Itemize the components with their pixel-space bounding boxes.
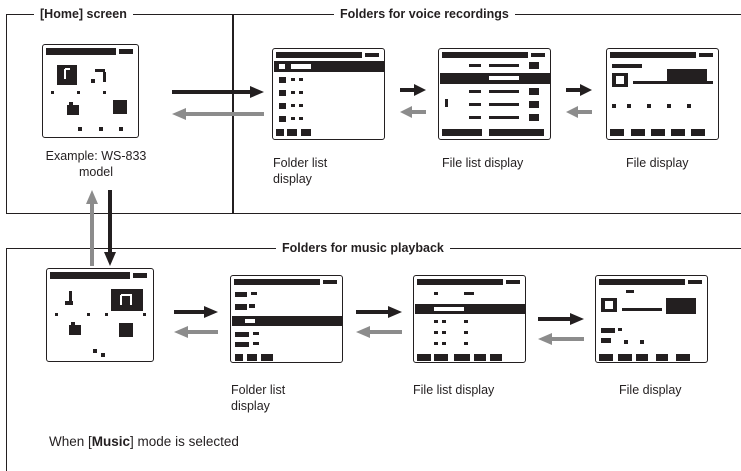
music-mode-note-suffix: ] mode is selected: [130, 434, 239, 449]
voice-folder-list-display: [272, 48, 385, 140]
home-screen-display: [42, 44, 139, 138]
music-file-list-caption: File list display: [413, 383, 495, 397]
voice-file-display-caption: File display: [626, 156, 689, 170]
arrow-voice-file-list-to-file: [566, 84, 592, 96]
arrow-music-home-to-home: [86, 190, 98, 266]
music-mode-note: When [Music] mode is selected: [49, 434, 239, 450]
music-folder-list-display: [230, 275, 343, 363]
music-file-list-display: [413, 275, 526, 363]
music-mode-note-prefix: When [: [49, 434, 92, 449]
home-screen-title: [Home] screen: [34, 7, 133, 21]
arrow-voice-file-list-to-folder: [400, 106, 426, 118]
voice-file-display: [606, 48, 719, 140]
arrow-music-home-to-folder-list: [174, 306, 218, 318]
arrow-music-folder-to-file-list: [356, 306, 402, 318]
voice-file-list-caption: File list display: [442, 156, 524, 170]
arrow-music-file-list-to-file: [538, 313, 584, 325]
voice-folder-list-caption: Folder list display: [273, 156, 328, 186]
arrow-home-to-voice-folder-list: [172, 86, 264, 98]
voice-folders-title: Folders for voice recordings: [334, 7, 515, 21]
arrow-voice-file-to-file-list: [566, 106, 592, 118]
home-screen-caption: Example: WS-833 model: [45, 149, 147, 179]
arrow-voice-folder-list-to-home: [172, 108, 264, 120]
arrow-music-file-to-file-list: [538, 333, 584, 345]
arrow-music-file-list-to-folder: [356, 326, 402, 338]
arrow-music-folder-list-to-home: [174, 326, 218, 338]
voice-file-list-display: [438, 48, 551, 140]
arrow-home-to-music-home: [104, 190, 116, 266]
music-home-display: [46, 268, 154, 362]
music-file-display: [595, 275, 708, 363]
music-folders-title: Folders for music playback: [276, 241, 450, 255]
music-folder-list-caption: Folder list display: [231, 383, 286, 413]
music-file-display-caption: File display: [619, 383, 682, 397]
music-mode-name: Music: [91, 434, 131, 449]
arrow-voice-folder-to-file-list: [400, 84, 426, 96]
